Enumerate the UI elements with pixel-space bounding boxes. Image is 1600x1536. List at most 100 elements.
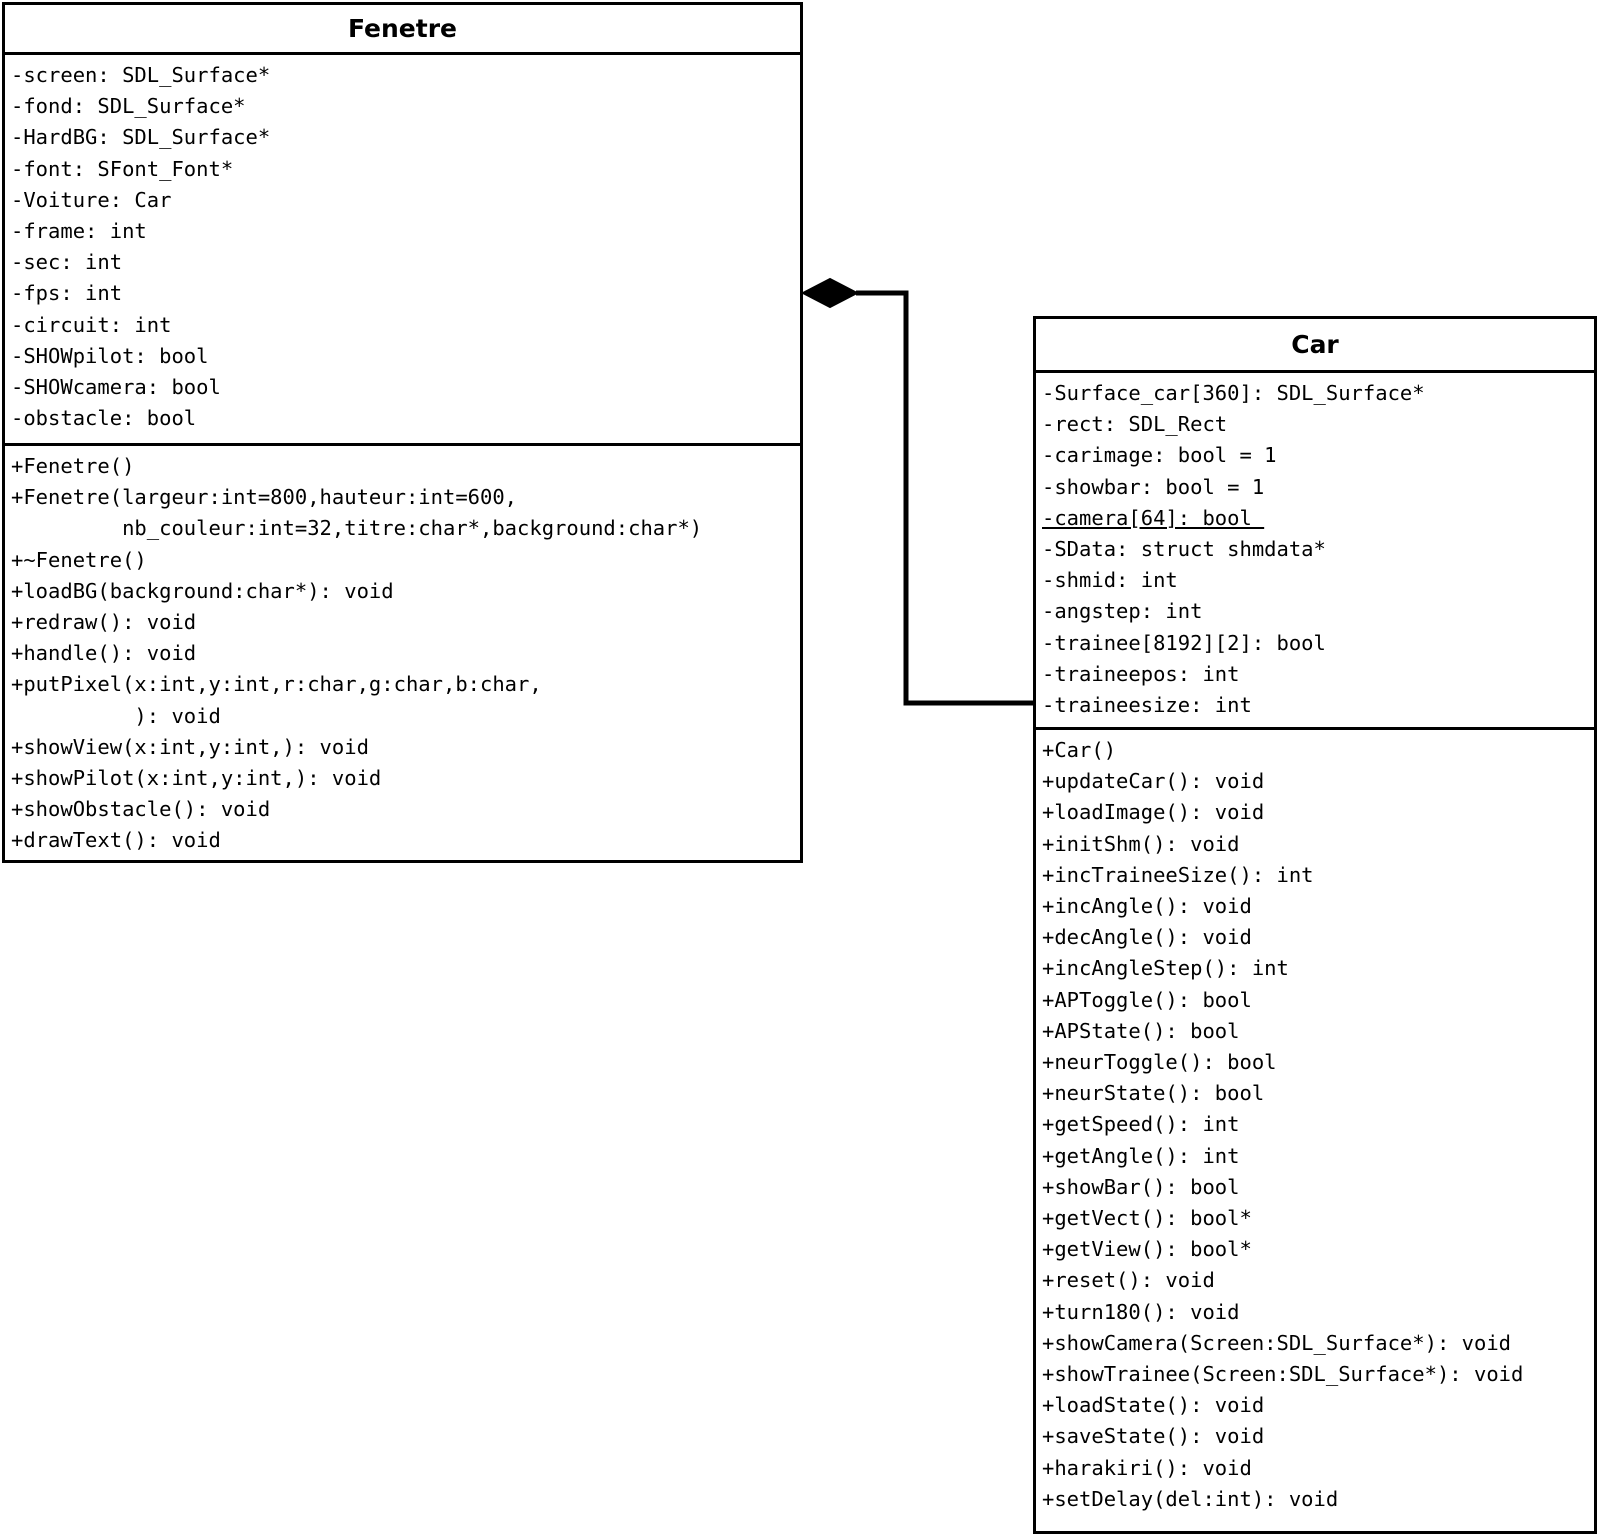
attribute-row-fenetre-text: -obstacle: bool — [11, 406, 197, 431]
attribute-row-fenetre-9: -SHOWpilot: bool — [5, 341, 800, 372]
method-row-car-12: +getSpeed(): int — [1036, 1109, 1594, 1140]
method-row-car-text: +incAngleStep(): int — [1042, 956, 1289, 981]
attribute-row-car-3: -showbar: bool = 1 — [1036, 472, 1594, 503]
attribute-row-car-1: -rect: SDL_Rect — [1036, 409, 1594, 440]
method-row-car-text: +reset(): void — [1042, 1268, 1215, 1293]
attribute-row-fenetre-text: -fps: int — [11, 281, 123, 306]
method-row-car-20: +showTrainee(Screen:SDL_Surface*): void — [1036, 1359, 1594, 1390]
method-row-fenetre-text: +redraw(): void — [11, 610, 197, 635]
method-row-car-text: +APToggle(): bool — [1042, 987, 1252, 1012]
attribute-row-fenetre-text: -fond: SDL_Surface* — [11, 94, 246, 119]
method-row-car-8: +APToggle(): bool — [1036, 985, 1594, 1016]
attribute-row-fenetre-6: -sec: int — [5, 247, 800, 278]
class-box-car[interactable]: Car -Surface_car[360]: SDL_Surface*-rect… — [1033, 316, 1597, 1534]
method-row-car-text: +showBar(): bool — [1042, 1174, 1240, 1199]
method-row-fenetre-text: +putPixel(x:int,y:int,r:char,g:char,b:ch… — [11, 672, 542, 697]
attribute-row-car-text: -Surface_car[360]: SDL_Surface* — [1042, 381, 1425, 405]
method-row-car-21: +loadState(): void — [1036, 1390, 1594, 1421]
method-row-fenetre-2: nb_couleur:int=32,titre:char*,background… — [5, 513, 800, 544]
attributes-compartment-car: -Surface_car[360]: SDL_Surface* -rect: SD… — [1036, 373, 1594, 727]
method-row-car-15: +getVect(): bool* — [1036, 1203, 1594, 1234]
attribute-row-fenetre-3: -font: SFont_Font* — [5, 154, 800, 185]
method-row-car-text: +decAngle(): void — [1042, 925, 1252, 950]
method-row-fenetre-0: +Fenetre() — [5, 451, 800, 482]
method-row-fenetre-text: +loadBG(background:char*): void — [11, 578, 394, 603]
method-row-car-19: +showCamera(Screen:SDL_Surface*): void — [1036, 1328, 1594, 1359]
method-row-car-text: +initShm(): void — [1042, 831, 1240, 856]
attribute-row-car-4: -camera[64]: bool — [1036, 503, 1594, 534]
method-row-fenetre-text: +handle(): void — [11, 641, 197, 666]
method-row-fenetre-4: +loadBG(background:char*): void — [5, 576, 800, 607]
attribute-row-car-6: -shmid: int — [1036, 565, 1594, 596]
method-row-fenetre-text: +Fenetre() — [11, 454, 135, 478]
attributes-compartment-fenetre: -screen: SDL_Surface* -fond: SDL_Surface*… — [5, 55, 800, 443]
method-row-car-text: +neurToggle(): bool — [1042, 1050, 1277, 1075]
method-row-car-text: +updateCar(): void — [1042, 769, 1265, 794]
method-row-fenetre-12: +drawText(): void — [5, 825, 800, 856]
method-row-car-14: +showBar(): bool — [1036, 1172, 1594, 1203]
method-row-car-text: +getSpeed(): int — [1042, 1112, 1240, 1137]
attribute-row-fenetre-7: -fps: int — [5, 278, 800, 309]
method-row-fenetre-9: +showView(x:int,y:int,): void — [5, 732, 800, 763]
method-row-car-text: +showCamera(Screen:SDL_Surface*): void — [1042, 1330, 1511, 1355]
attribute-row-car-text: -carimage: bool = 1 — [1042, 443, 1277, 468]
attribute-row-car-text: -trainee[8192][2]: bool — [1042, 630, 1326, 655]
method-row-car-1: +updateCar(): void — [1036, 766, 1594, 797]
method-row-car-2: +loadImage(): void — [1036, 797, 1594, 828]
method-row-car-text: +loadImage(): void — [1042, 800, 1265, 825]
attribute-row-car-text: -traineepos: int — [1042, 661, 1240, 686]
method-row-car-7: +incAngleStep(): int — [1036, 953, 1594, 984]
method-row-fenetre-text: +~Fenetre() — [11, 547, 147, 572]
method-row-fenetre-text: +Fenetre(largeur:int=800,hauteur:int=600… — [11, 485, 518, 510]
method-row-car-4: +incTraineeSize(): int — [1036, 860, 1594, 891]
attribute-row-fenetre-text: -SHOWcamera: bool — [11, 375, 221, 400]
attribute-row-fenetre-text: -SHOWpilot: bool — [11, 343, 209, 368]
method-row-car-text: +Car() — [1042, 738, 1117, 762]
attribute-row-fenetre-2: -HardBG: SDL_Surface* — [5, 122, 800, 153]
method-row-fenetre-text: +drawText(): void — [11, 828, 221, 853]
attribute-row-fenetre-text: -Voiture: Car — [11, 187, 172, 212]
attribute-row-fenetre-0: -screen: SDL_Surface* — [5, 60, 800, 91]
method-row-car-23: +harakiri(): void — [1036, 1453, 1594, 1484]
method-row-fenetre-1: +Fenetre(largeur:int=800,hauteur:int=600… — [5, 482, 800, 513]
method-row-car-5: +incAngle(): void — [1036, 891, 1594, 922]
method-row-car-text: +loadState(): void — [1042, 1393, 1265, 1418]
method-row-car-3: +initShm(): void — [1036, 829, 1594, 860]
attribute-row-fenetre-5: -frame: int — [5, 216, 800, 247]
method-row-car-17: +reset(): void — [1036, 1265, 1594, 1296]
method-row-car-18: +turn180(): void — [1036, 1297, 1594, 1328]
methods-compartment-car: +Car() +updateCar(): void +loadImage(): vo… — [1036, 727, 1594, 1534]
attribute-row-car-text: -camera[64]: bool — [1042, 505, 1265, 530]
attribute-row-car-2: -carimage: bool = 1 — [1036, 440, 1594, 471]
attribute-row-car-text: -rect: SDL_Rect — [1042, 412, 1228, 437]
attribute-row-car-8: -trainee[8192][2]: bool — [1036, 628, 1594, 659]
method-row-fenetre-5: +redraw(): void — [5, 607, 800, 638]
attribute-row-car-7: -angstep: int — [1036, 596, 1594, 627]
method-row-fenetre-text: ): void — [11, 703, 221, 728]
attribute-row-car-text: -SData: struct shmdata* — [1042, 537, 1326, 562]
attribute-row-car-9: -traineepos: int — [1036, 659, 1594, 690]
method-row-car-text: +APState(): bool — [1042, 1018, 1240, 1043]
attribute-row-fenetre-8: -circuit: int — [5, 310, 800, 341]
method-row-car-text: +setDelay(del:int): void — [1042, 1486, 1339, 1511]
method-row-car-text: +getAngle(): int — [1042, 1143, 1240, 1168]
method-row-car-6: +decAngle(): void — [1036, 922, 1594, 953]
method-row-car-text: +saveState(): void — [1042, 1424, 1265, 1449]
attribute-row-fenetre-text: -circuit: int — [11, 312, 172, 337]
attribute-row-car-5: -SData: struct shmdata* — [1036, 534, 1594, 565]
composition-link-line — [856, 290, 1033, 706]
attribute-row-car-text: -traineesize: int — [1042, 693, 1252, 718]
attribute-row-car-text: -showbar: bool = 1 — [1042, 474, 1265, 499]
method-row-car-11: +neurState(): bool — [1036, 1078, 1594, 1109]
method-row-fenetre-text: +showView(x:int,y:int,): void — [11, 734, 369, 759]
method-row-fenetre-text: nb_couleur:int=32,titre:char*,background… — [11, 516, 703, 541]
attribute-row-fenetre-4: -Voiture: Car — [5, 185, 800, 216]
method-row-fenetre-text: +showPilot(x:int,y:int,): void — [11, 766, 382, 791]
method-row-car-0: +Car() — [1036, 735, 1594, 766]
attribute-row-fenetre-10: -SHOWcamera: bool — [5, 372, 800, 403]
method-row-car-text: +turn180(): void — [1042, 1299, 1240, 1324]
class-box-fenetre[interactable]: Fenetre -screen: SDL_Surface*-fond: SDL_… — [2, 2, 803, 863]
method-row-car-24: +setDelay(del:int): void — [1036, 1484, 1594, 1515]
method-row-car-text: +showTrainee(Screen:SDL_Surface*): void — [1042, 1362, 1524, 1387]
attribute-row-fenetre-text: -HardBG: SDL_Surface* — [11, 125, 271, 150]
